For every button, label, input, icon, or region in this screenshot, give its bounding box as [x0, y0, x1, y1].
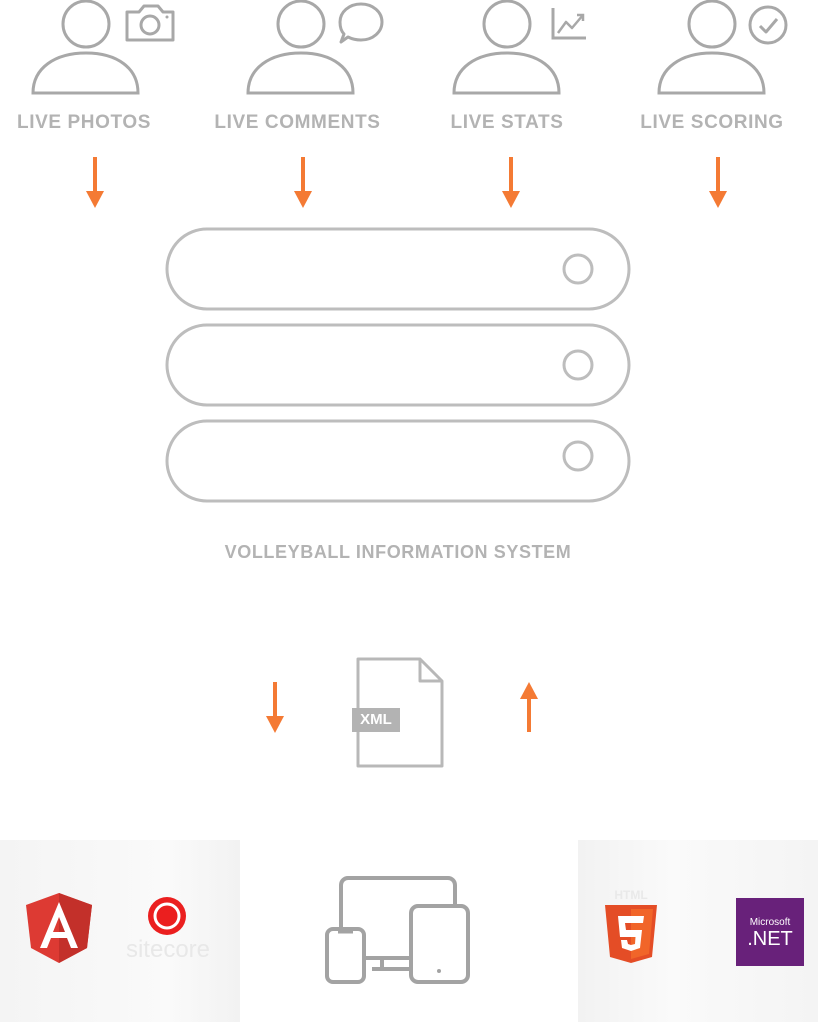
arrow-down-icon	[86, 157, 104, 208]
source-live-photos: LIVE PHOTOS	[0, 0, 190, 140]
source-live-scoring: LIVE SCORING	[630, 0, 818, 140]
responsive-devices-icon	[325, 876, 470, 984]
source-label: LIVE PHOTOS	[17, 112, 151, 133]
check-circle-icon	[748, 5, 788, 45]
source-live-stats: LIVE STATS	[440, 0, 610, 140]
xml-tag	[352, 708, 400, 732]
speech-bubble-icon	[338, 2, 384, 44]
dotnet-logo	[736, 898, 804, 966]
sitecore-wordmark: sitecore	[125, 936, 211, 963]
person-icon	[31, 0, 140, 95]
arrow-down-icon	[709, 157, 727, 208]
arrow-up-icon	[520, 682, 538, 732]
person-icon	[246, 0, 355, 95]
server-stack-icon	[165, 227, 631, 503]
html5-wordmark: HTML	[614, 888, 648, 902]
angular-logo	[26, 893, 92, 963]
microsoft-wordmark: Microsoft	[749, 917, 791, 928]
person-icon	[657, 0, 766, 95]
html5-logo	[605, 905, 657, 963]
source-label: LIVE SCORING	[640, 112, 784, 133]
line-chart-icon	[551, 8, 586, 40]
xml-file: XML	[350, 656, 446, 770]
system-label: VOLLEYBALL INFORMATION SYSTEM	[224, 542, 572, 562]
source-label: LIVE COMMENTS	[214, 112, 381, 133]
arrow-down-icon	[294, 157, 312, 208]
server-unit	[165, 227, 631, 311]
person-icon	[452, 0, 561, 95]
xml-label: XML	[360, 711, 392, 728]
camera-icon	[125, 4, 175, 42]
server-unit	[165, 323, 631, 407]
document-icon	[356, 657, 444, 768]
source-live-comments: LIVE COMMENTS	[205, 0, 395, 140]
sitecore-logo	[148, 897, 186, 935]
dotnet-wordmark: .NET	[747, 928, 793, 950]
arrow-down-icon	[502, 157, 520, 208]
arrow-down-icon	[266, 682, 284, 733]
server-unit	[165, 419, 631, 503]
source-label: LIVE STATS	[450, 112, 564, 133]
